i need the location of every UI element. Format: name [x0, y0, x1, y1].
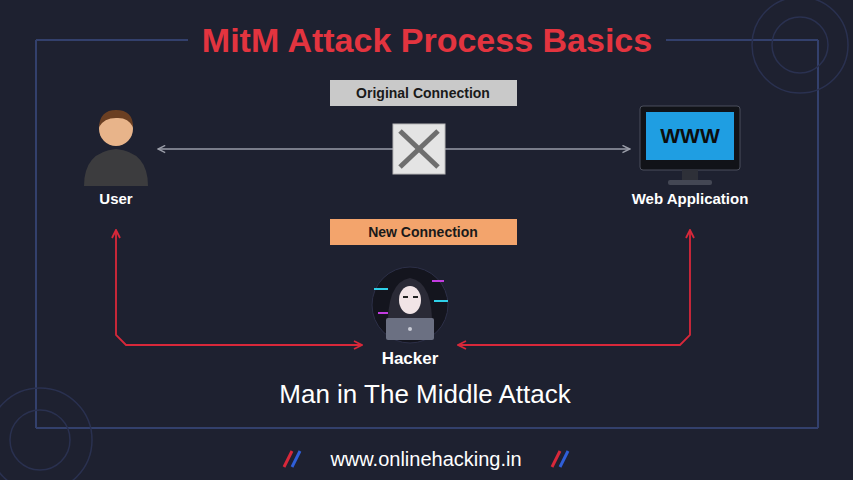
x-block-symbol-part	[400, 131, 438, 167]
monitor-icon-part	[640, 106, 740, 170]
decor-circles-part	[772, 17, 828, 73]
node-label: User	[99, 190, 132, 208]
user-icon-part	[84, 149, 148, 186]
hacker-node: Hacker	[362, 264, 458, 390]
node-label: New Connection	[368, 223, 478, 241]
decor-circles-part	[10, 410, 70, 470]
monitor-icon	[640, 106, 740, 185]
hacker-icon-part	[372, 267, 448, 343]
hacker-icon-part	[386, 318, 434, 340]
node-label: Original Connection	[356, 84, 490, 102]
hacker-icon-part	[399, 286, 421, 314]
x-block-symbol-part	[400, 131, 438, 167]
monitor-icon-part	[646, 112, 734, 160]
hacker-icon-part	[408, 327, 412, 331]
node-label: Web Application	[632, 190, 749, 208]
hacker-icon-part	[432, 280, 444, 282]
user-node-part	[76, 108, 156, 190]
hacker-icon-part	[374, 288, 388, 290]
decor-circles-part	[0, 388, 92, 480]
frame-part	[35, 40, 37, 428]
connector-arrow	[458, 230, 690, 345]
frame-part	[817, 40, 819, 428]
screen-label: WWW	[660, 123, 719, 148]
x-block-symbol-part	[393, 124, 445, 174]
hacker-icon-part	[434, 300, 448, 302]
web-app-node: Web Application	[632, 104, 749, 230]
footer-slashes-part	[284, 451, 292, 467]
user-node: User	[76, 108, 156, 230]
footer-slashes-part	[560, 451, 568, 467]
x-block-symbol	[393, 124, 445, 174]
monitor-icon-part	[682, 170, 698, 180]
frame	[36, 40, 818, 428]
frame-part	[36, 427, 818, 429]
hacker-node-part	[362, 264, 458, 350]
hacker-icon	[372, 267, 448, 343]
diagram-title: MitM Attack Process Basics	[188, 20, 666, 60]
connector-arrow	[116, 230, 362, 345]
user-icon-part	[99, 110, 133, 127]
watermark: www.onlinehacking.in	[330, 447, 521, 471]
hacker-icon-part	[403, 296, 408, 298]
decor-circles-part	[752, 0, 848, 93]
connection-badge: New Connection	[330, 219, 517, 245]
monitor-icon-part	[668, 180, 712, 185]
hacker-icon-part	[378, 312, 388, 314]
footer-slashes-part	[552, 451, 560, 467]
caption-text: Man in The Middle Attack	[279, 379, 570, 409]
footer-slashes-part	[292, 451, 300, 467]
node-label: Hacker	[382, 350, 439, 368]
hacker-icon-part	[413, 296, 418, 298]
web-app-node-part	[640, 104, 740, 190]
connection-badge: Original Connection	[330, 80, 517, 106]
user-icon	[84, 110, 148, 186]
